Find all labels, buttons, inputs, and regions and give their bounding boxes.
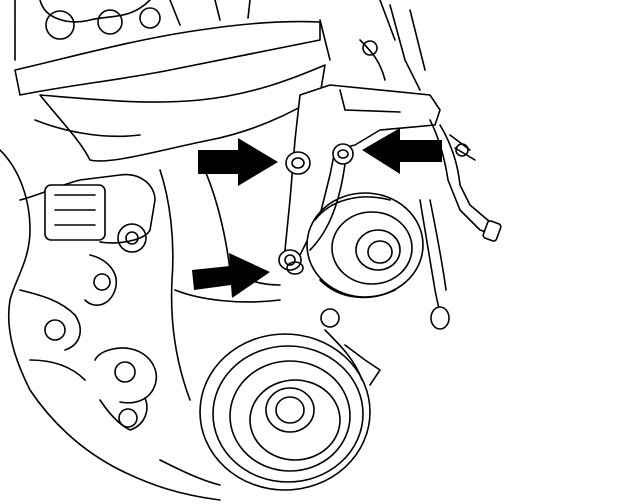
idler-pulley (306, 192, 424, 299)
crank-pulley (199, 308, 381, 491)
arrow-left-icon (362, 128, 442, 174)
tensioner-rod (419, 119, 502, 330)
arrow-right-icon (198, 138, 278, 186)
arrow-right-icon (192, 253, 270, 298)
engine-block (0, 0, 326, 501)
upper-right-bolt (309, 143, 354, 251)
upper-left-bolt (285, 151, 311, 175)
lower-bolt (278, 249, 304, 275)
